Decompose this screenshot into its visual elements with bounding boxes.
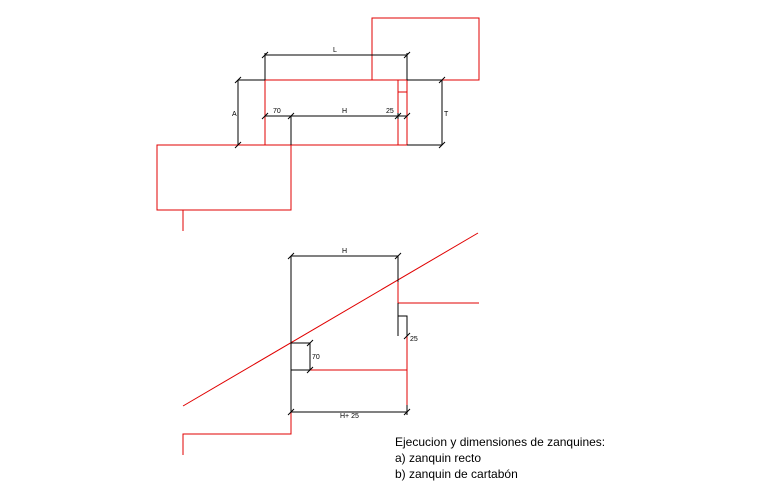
- lower-floor-line: [182, 412, 292, 455]
- dim-25-box: [398, 315, 408, 336]
- label-A: A: [232, 111, 237, 118]
- caption-title: Ejecucion y dimensiones de zanquines:: [395, 435, 606, 449]
- figure-b-diagonal-stringer: H 25 70 H+ 25: [182, 232, 479, 455]
- label-70-bottom: 70: [312, 354, 320, 361]
- stair-slope-line: [182, 232, 479, 407]
- label-L: L: [333, 47, 337, 54]
- figure-caption: Ejecucion y dimensiones de zanquines: a)…: [395, 434, 605, 482]
- caption-item-b: b) zanquin de cartabón: [395, 467, 518, 481]
- dim-70-box: [291, 342, 311, 371]
- lower-landing: [156, 144, 292, 211]
- dim-ticks-a: [234, 51, 446, 149]
- label-H25: H+ 25: [340, 413, 359, 420]
- label-T: T: [444, 111, 449, 118]
- label-70-top: 70: [273, 108, 281, 115]
- figure-a-straight-stringer: L A 70 H 25 T: [156, 17, 480, 231]
- dim-ticks-b: [287, 252, 411, 416]
- label-25-bottom: 25: [410, 336, 418, 343]
- upper-landing: [371, 17, 480, 81]
- label-H-bottom: H: [342, 248, 347, 255]
- caption-item-a: a) zanquin recto: [395, 451, 482, 465]
- label-25-top: 25: [386, 108, 394, 115]
- label-H-top: H: [342, 108, 347, 115]
